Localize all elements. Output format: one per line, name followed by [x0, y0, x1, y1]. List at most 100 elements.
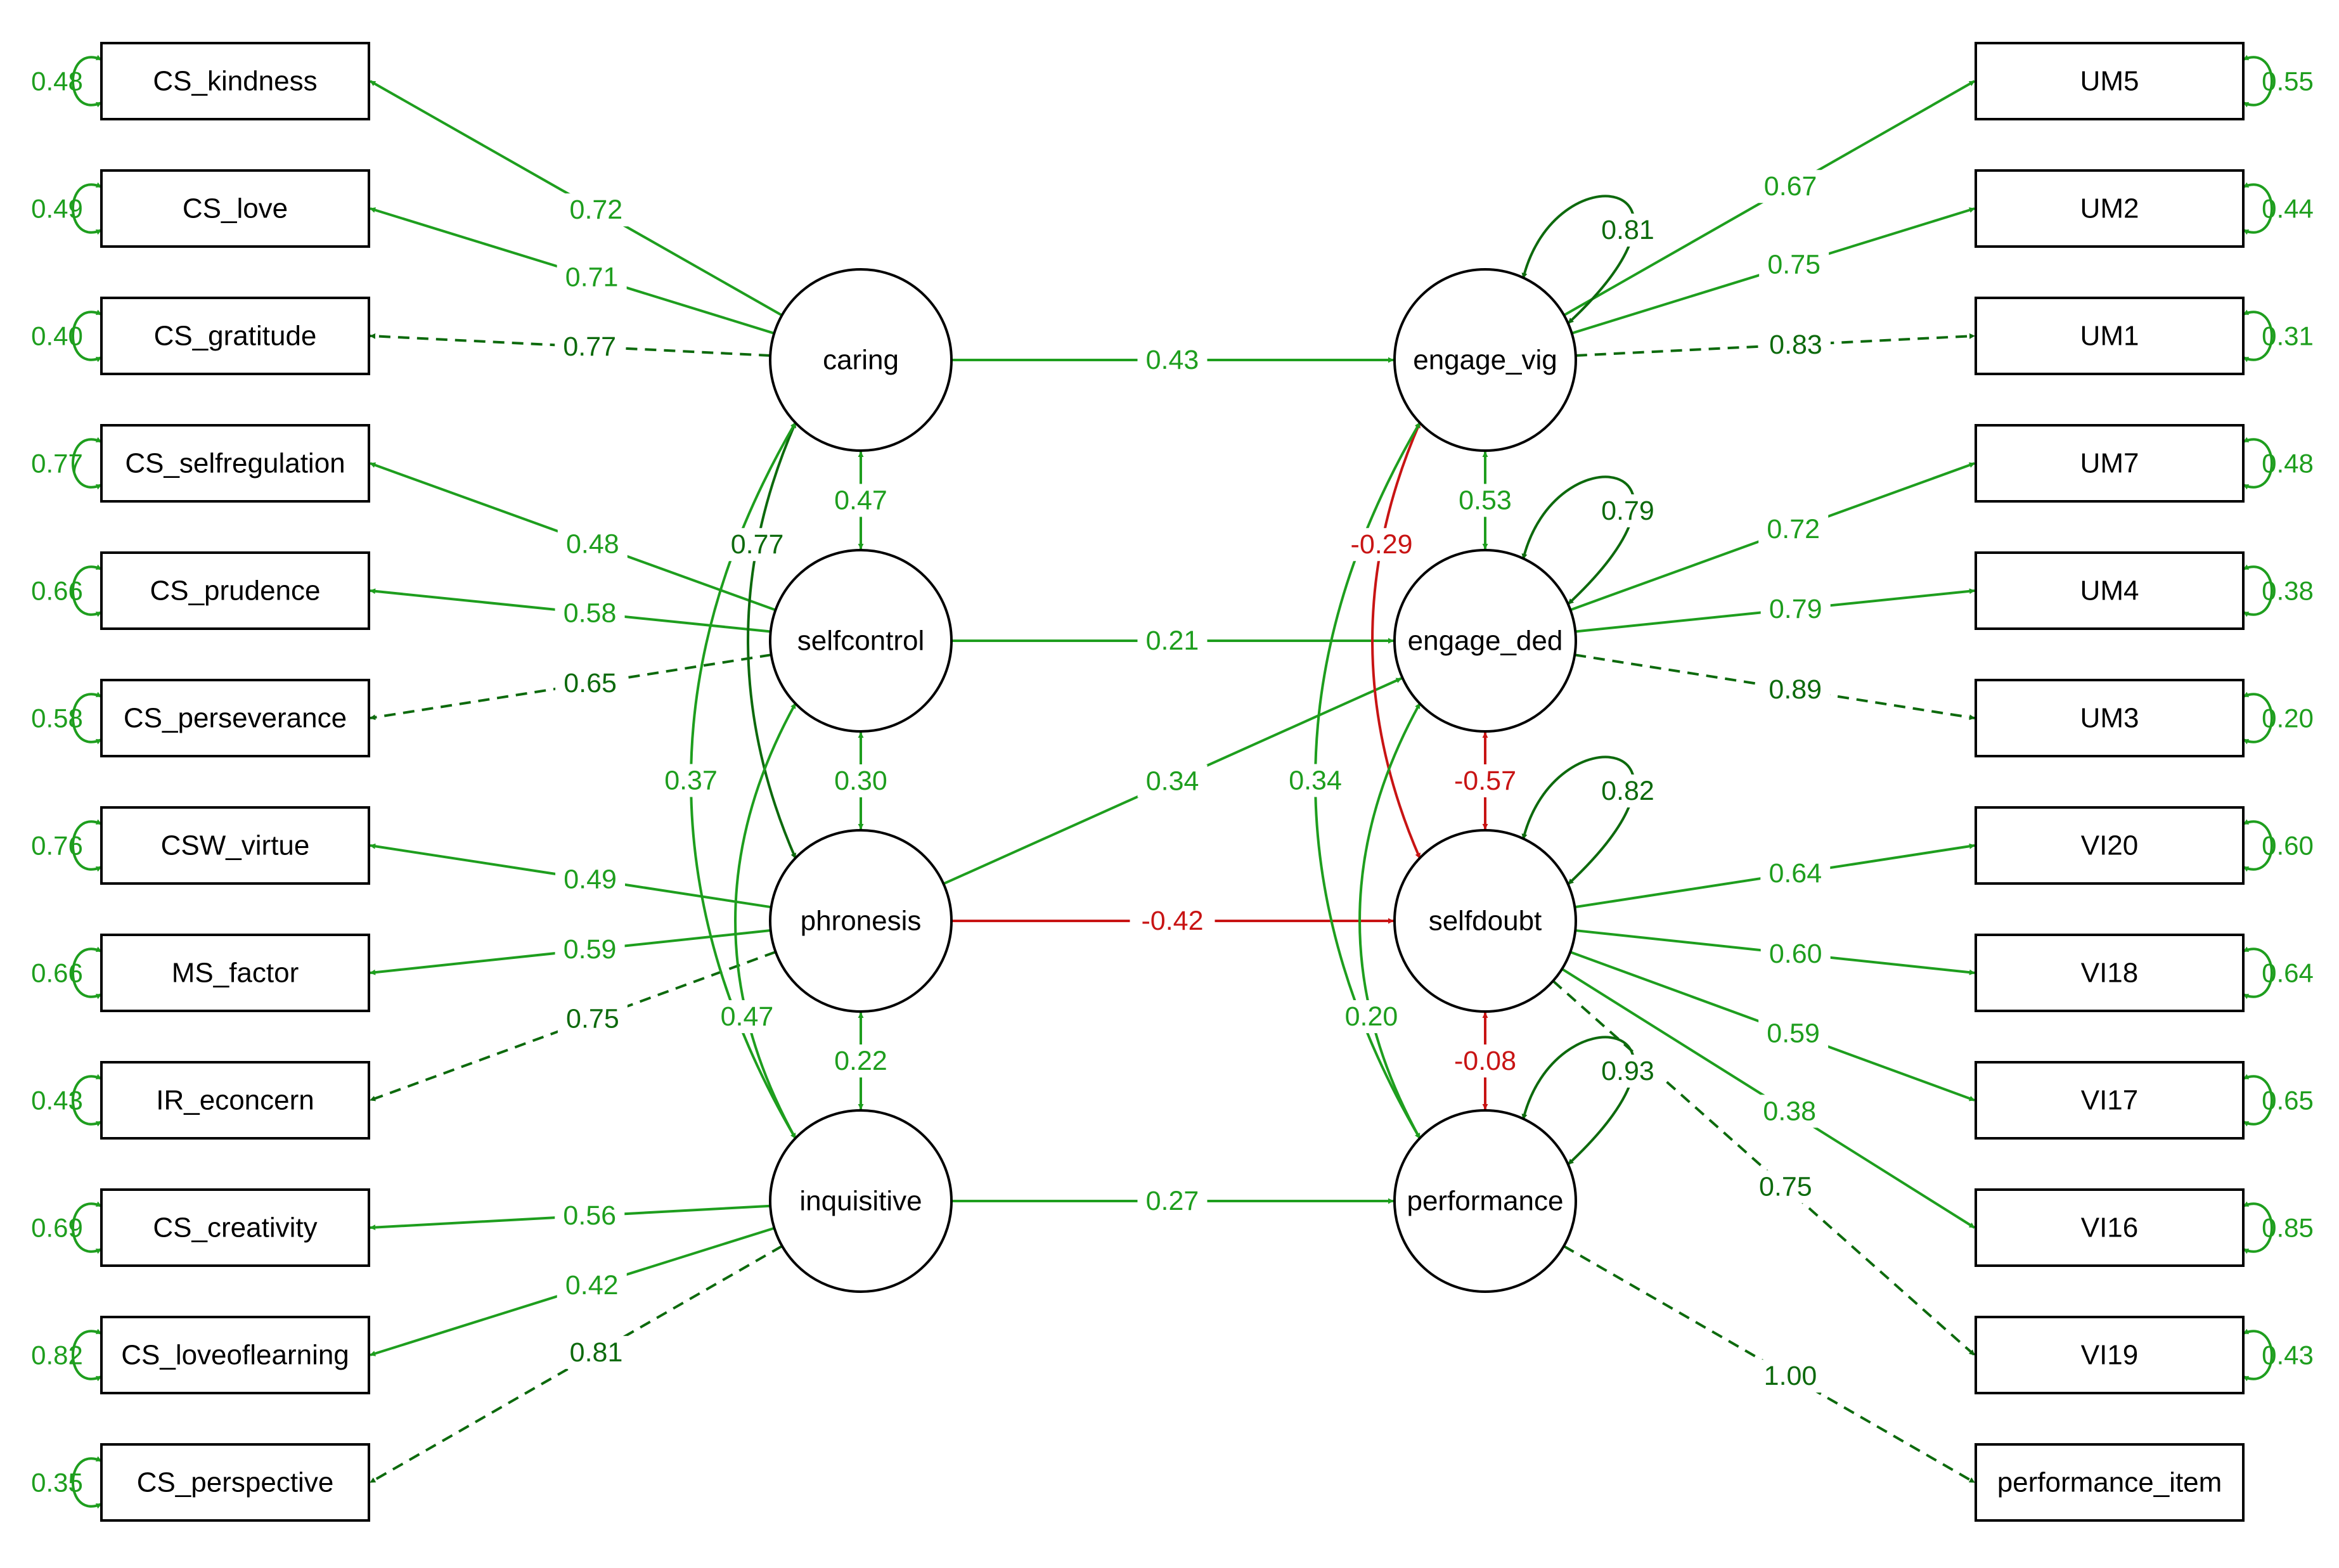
residual-loop-performance — [1521, 1036, 1635, 1166]
variance-loop-CS_selfregulation — [72, 437, 102, 490]
variance-loop-MS_factor-label: 0.66 — [31, 958, 83, 988]
loading-label-CS_selfregulation: 0.48 — [566, 529, 619, 559]
indicator-label-UM7: UM7 — [2080, 448, 2139, 479]
indicator-box-VI17 — [1975, 1061, 2245, 1140]
covariance-engage_ded-selfdoubt-label: -0.57 — [1454, 766, 1516, 796]
covariance-engage_vig-selfdoubt-label-bg — [1339, 528, 1424, 562]
residual-label-performance-bg — [1593, 1055, 1663, 1088]
loading-label-VI19-bg — [1750, 1170, 1820, 1204]
regression-label-caring-engage_vig: 0.43 — [1146, 345, 1199, 375]
covariance-engage_vig-engage_ded-label-bg — [1450, 484, 1520, 517]
labels-layer: 0.720.710.770.480.580.650.490.590.750.56… — [31, 67, 2314, 1498]
variance-loop-VI20 — [2243, 819, 2273, 872]
indicator-box-VI19 — [1975, 1316, 2245, 1394]
indicator-box-CS_gratitude — [100, 297, 370, 375]
variance-loop-CS_love-label: 0.49 — [31, 194, 83, 224]
indicator-label-UM5: UM5 — [2080, 66, 2139, 97]
indicator-label-CS_creativity: CS_creativity — [153, 1212, 317, 1243]
loading-label-CS_creativity-bg — [555, 1199, 625, 1233]
loading-path-UM3 — [1574, 653, 1975, 721]
loading-label-MS_factor: 0.59 — [564, 934, 617, 965]
indicator-box-UM1 — [1975, 297, 2245, 375]
loading-label-VI20-bg — [1760, 856, 1831, 890]
variance-loop-VI19-label: 0.43 — [2262, 1340, 2314, 1370]
covariance-selfcontrol-phronesis-label: 0.30 — [834, 766, 887, 796]
variance-loop-CS_prudence-label: 0.66 — [31, 576, 83, 606]
indicator-label-CS_love: CS_love — [183, 193, 288, 224]
covariance-selfcontrol-inquisitive-label: 0.47 — [721, 1001, 774, 1032]
residual-label-engage_vig: 0.81 — [1601, 215, 1654, 245]
indicator-box-CS_love — [100, 169, 370, 248]
latent-label-engage_ded: engage_ded — [1408, 626, 1563, 657]
latent-circle-phronesis — [769, 829, 953, 1013]
residual-label-performance: 0.93 — [1601, 1056, 1654, 1086]
regression-label-selfcontrol-engage_ded: 0.21 — [1146, 626, 1199, 656]
variance-loop-CS_love — [72, 182, 102, 235]
indicator-box-IR_econcern — [100, 1061, 370, 1140]
latent-label-selfcontrol: selfcontrol — [797, 626, 925, 657]
variance-loop-CS_creativity-label: 0.69 — [31, 1213, 83, 1243]
covariance-engage_ded-performance-label-bg — [1336, 1000, 1407, 1034]
variance-loop-CS_perspective-label: 0.35 — [31, 1468, 83, 1498]
variance-loop-CS_selfregulation-label: 0.77 — [31, 449, 83, 479]
loading-label-CSW_virtue-bg — [555, 863, 626, 896]
nodes-layer: CS_kindnessCS_loveCS_gratitudeCS_selfreg… — [100, 42, 2245, 1522]
indicator-label-CSW_virtue: CSW_virtue — [161, 830, 310, 861]
indicator-box-performance_item — [1975, 1443, 2245, 1522]
variance-loop-VI17-label: 0.65 — [2262, 1086, 2314, 1115]
variance-loop-CS_kindness-label: 0.48 — [31, 67, 83, 96]
latent-circle-engage_vig — [1393, 268, 1577, 452]
loading-label-VI16: 0.38 — [1763, 1096, 1816, 1126]
loading-label-VI17-bg — [1758, 1017, 1829, 1050]
latent-label-performance: performance — [1407, 1186, 1563, 1217]
variance-loop-IR_econcern — [72, 1074, 102, 1127]
loading-label-CS_gratitude-bg — [555, 330, 625, 364]
residual-label-selfdoubt-bg — [1593, 774, 1663, 807]
loading-label-CS_perspective: 0.81 — [570, 1337, 623, 1368]
covariance-phronesis-inquisitive-label-bg — [826, 1044, 896, 1077]
indicator-label-VI19: VI19 — [2081, 1340, 2139, 1371]
residual-loop-engage_vig — [1521, 195, 1635, 325]
residual-loop-selfdoubt — [1521, 755, 1635, 885]
indicator-box-MS_factor — [100, 934, 370, 1012]
covariance-engage_vig-engage_ded-label: 0.53 — [1459, 485, 1512, 516]
variance-loop-UM5-label: 0.55 — [2262, 67, 2314, 96]
loading-label-CS_perseverance: 0.65 — [564, 668, 617, 698]
latent-circle-inquisitive — [769, 1109, 953, 1293]
indicator-box-UM3 — [1975, 679, 2245, 757]
variance-loop-VI16-label: 0.85 — [2262, 1213, 2314, 1243]
variance-loop-CS_kindness — [72, 55, 102, 108]
regression-label-selfcontrol-engage_ded-bg — [1137, 624, 1208, 657]
covariance-engage_ded-selfdoubt-label-bg — [1443, 764, 1528, 797]
variance-loop-UM7 — [2243, 437, 2273, 490]
variance-loop-VI20-label: 0.60 — [2262, 831, 2314, 861]
covariance-caring-inquisitive-label-bg — [656, 764, 726, 797]
variance-loop-UM4 — [2243, 564, 2273, 617]
variance-loop-MS_factor — [72, 946, 102, 999]
regression-label-caring-engage_vig-bg — [1137, 344, 1208, 376]
covariance-caring-selfcontrol-label: 0.47 — [834, 485, 887, 516]
indicator-box-CS_perspective — [100, 1443, 370, 1522]
indicator-label-UM4: UM4 — [2080, 575, 2139, 607]
loading-label-UM4: 0.79 — [1769, 594, 1822, 624]
latent-circle-caring — [769, 268, 953, 452]
loading-label-IR_econcern: 0.75 — [566, 1003, 619, 1034]
loading-label-VI18: 0.60 — [1769, 939, 1822, 969]
loading-label-VI18-bg — [1760, 937, 1831, 970]
regression-label-phronesis-engage_ded-bg — [1137, 764, 1208, 798]
latent-label-inquisitive: inquisitive — [799, 1186, 922, 1217]
covariance-engage_vig-performance-label-bg — [1280, 764, 1351, 797]
covariance-selfcontrol-phronesis-label-bg — [826, 764, 896, 797]
covariance-selfdoubt-performance-label: -0.08 — [1454, 1046, 1516, 1076]
loading-label-UM7-bg — [1758, 513, 1829, 546]
covariance-caring-phronesis — [747, 421, 797, 859]
variance-loop-VI17 — [2243, 1074, 2273, 1127]
indicator-box-CS_selfregulation — [100, 424, 370, 503]
regression-label-phronesis-selfdoubt-bg — [1130, 904, 1215, 937]
loading-label-UM4-bg — [1760, 593, 1831, 626]
variance-loop-UM1 — [2243, 309, 2273, 363]
indicator-box-CS_perseverance — [100, 679, 370, 757]
indicator-box-UM4 — [1975, 551, 2245, 630]
regression-label-phronesis-engage_ded: 0.34 — [1146, 766, 1199, 796]
latent-circle-performance — [1393, 1109, 1577, 1293]
